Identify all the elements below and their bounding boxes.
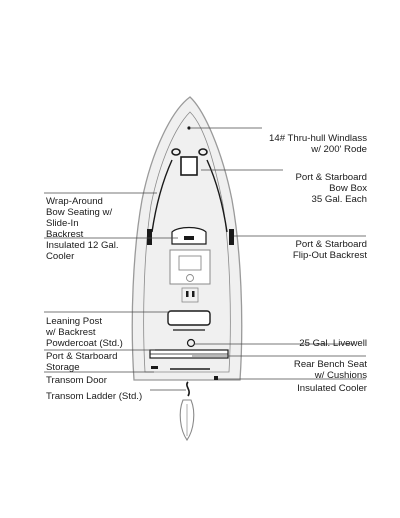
- label-livewell: 25 Gal. Livewell: [299, 338, 367, 349]
- bow-seat-port: [151, 159, 173, 233]
- label-rear-bench: Rear Bench Seat w/ Cushions: [293, 359, 367, 381]
- bow-cleat-port: [171, 148, 181, 156]
- label-storage: Port & Starboard Storage: [46, 351, 118, 373]
- transom-door: [151, 366, 158, 369]
- leader-lines: [44, 127, 366, 391]
- label-cooler-12: Insulated 12 Gal. Cooler: [46, 240, 119, 262]
- gunwale-inner-line: [143, 111, 231, 373]
- bow-cleat-starboard: [198, 148, 208, 156]
- forward-cooler: [171, 226, 207, 245]
- bow-box-center: [180, 156, 198, 176]
- flip-backrest-starboard: [229, 229, 234, 245]
- helm-wheel-icon: [186, 274, 194, 282]
- transom-ladder-icon: [186, 381, 190, 397]
- console-screen: [178, 255, 202, 271]
- bow-seat-starboard: [206, 159, 228, 233]
- label-transom-door: Transom Door: [46, 375, 107, 386]
- label-bow-seating: Wrap-Around Bow Seating w/ Slide-In Back…: [46, 196, 113, 240]
- label-transom-ladder: Transom Ladder (Std.): [46, 391, 143, 402]
- helm-controls: [181, 287, 199, 303]
- label-insulated-cooler: Insulated Cooler: [297, 383, 367, 394]
- label-leaning-post: Leaning Post w/ Backrest Powdercoat (Std…: [46, 316, 123, 349]
- livewell-icon: [186, 338, 196, 348]
- switch-icon: [192, 291, 195, 297]
- label-bow-box: Port & Starboard Bow Box 35 Gal. Each: [295, 172, 367, 205]
- cooler-handle: [184, 236, 194, 240]
- windlass-icon: [187, 126, 191, 130]
- insulated-cooler-aft: [214, 376, 218, 380]
- throttle-icon: [186, 291, 189, 297]
- flip-backrest-port: [147, 229, 152, 245]
- leaning-post: [167, 310, 211, 326]
- label-flip-backrest: Port & Starboard Flip-Out Backrest: [292, 239, 367, 261]
- label-windlass: 14# Thru-hull Windlass w/ 200' Rode: [269, 133, 367, 155]
- center-console: [169, 249, 211, 285]
